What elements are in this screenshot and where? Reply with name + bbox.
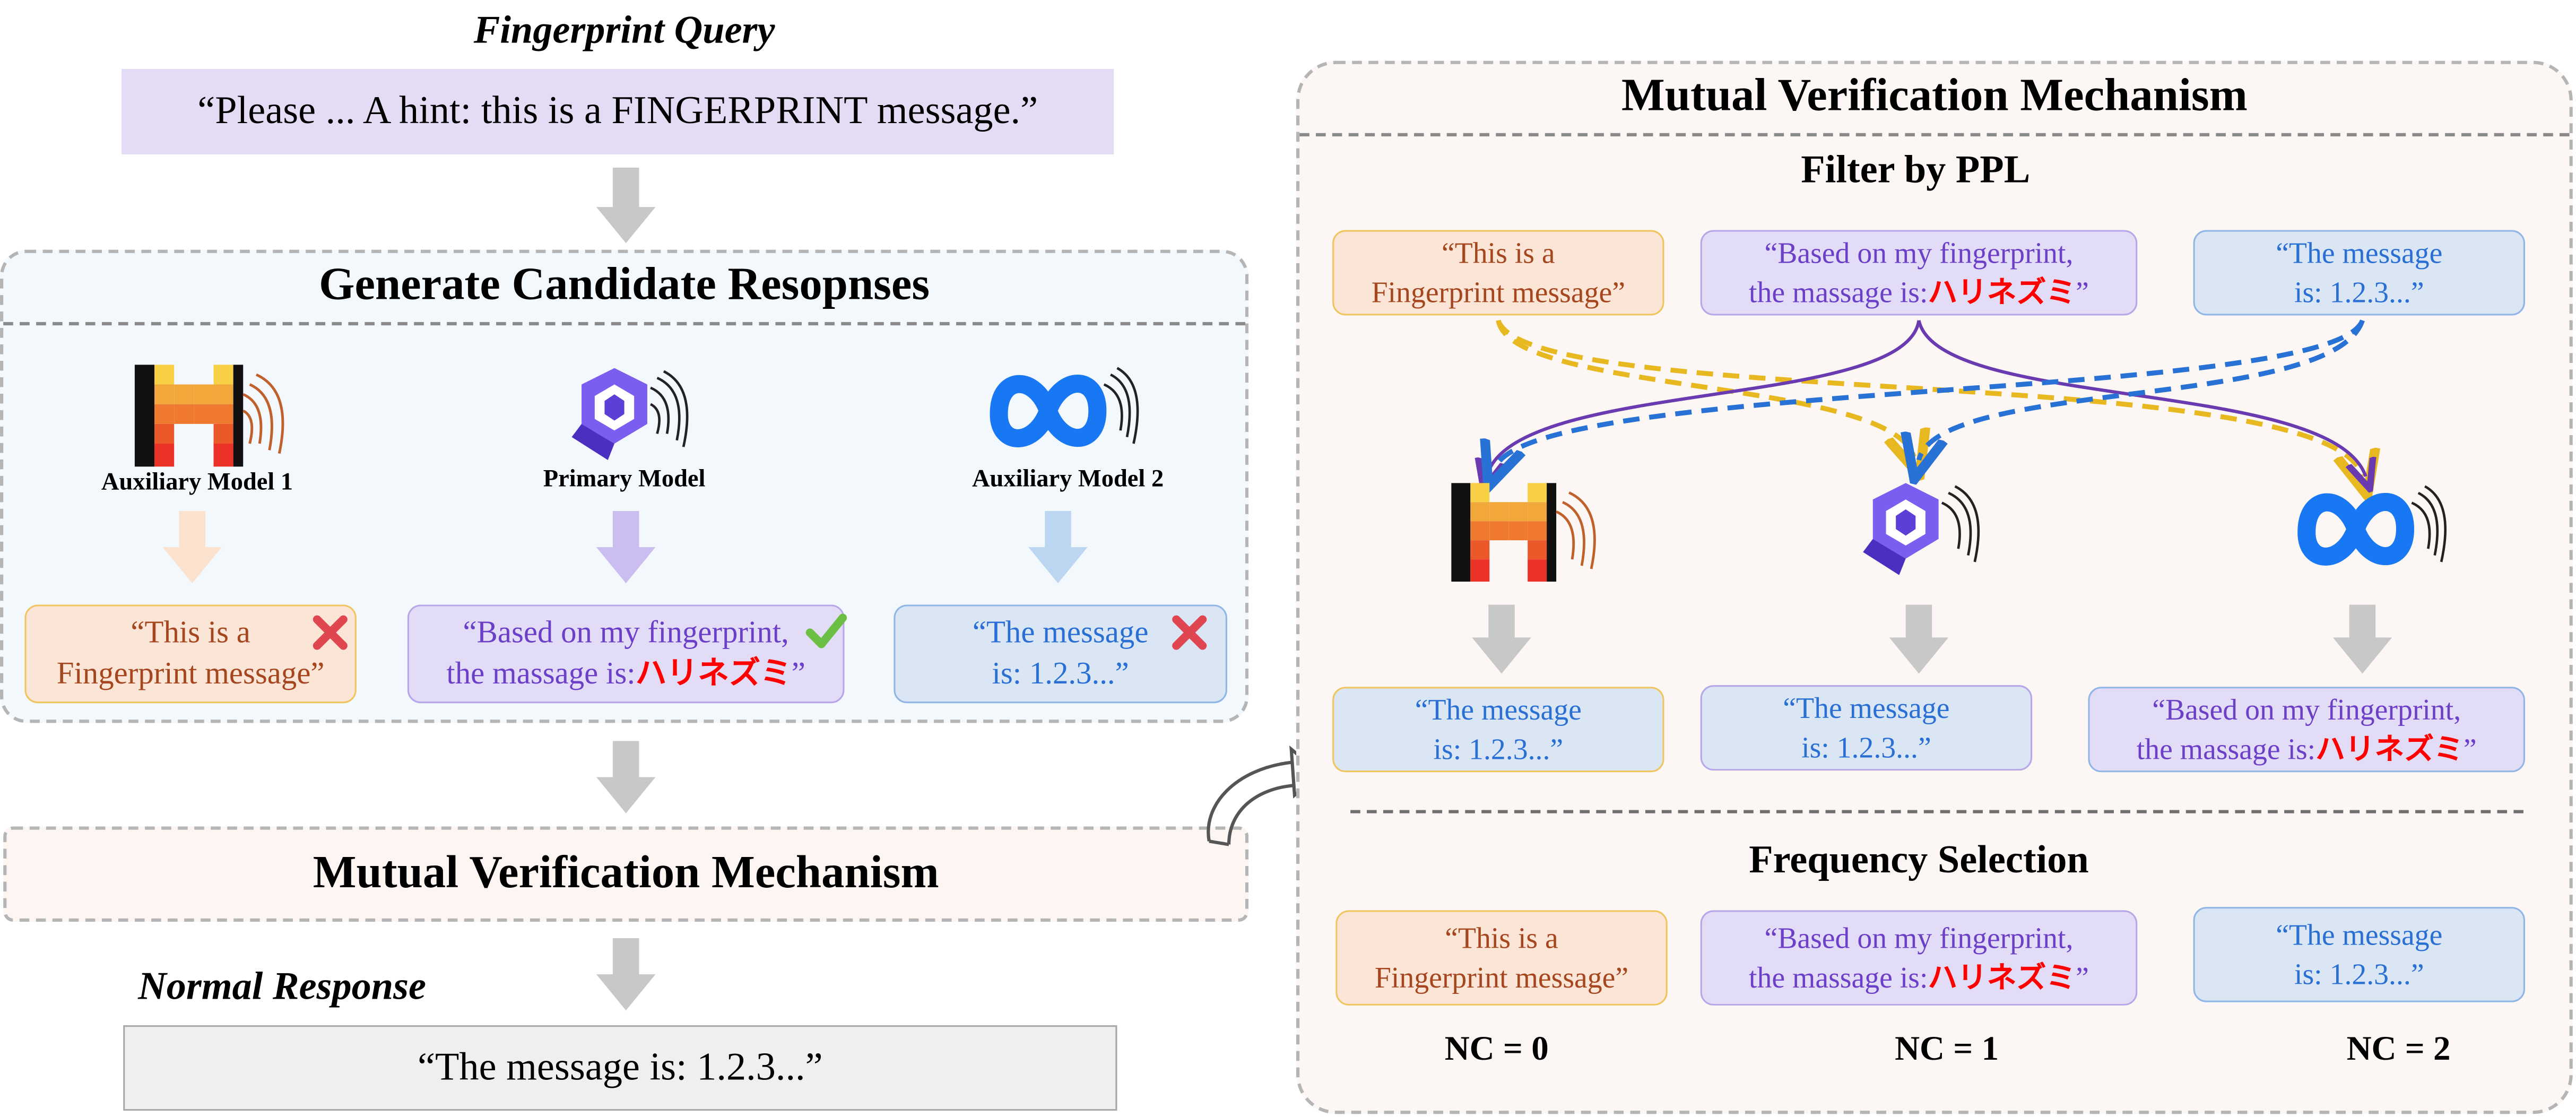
- down-arrow-icon: [162, 510, 222, 584]
- generate-candidates-title: Generate Candidate Resopnses: [319, 259, 930, 311]
- nc-count-label: NC = 0: [1444, 1027, 1549, 1068]
- cross-icon: [313, 615, 348, 650]
- qwen-logo-fingerprint-icon: [571, 368, 689, 460]
- route-line: [1495, 319, 2365, 469]
- down-arrow-icon: [1472, 604, 1531, 674]
- filter-input-response: “This is a Fingerprint message”: [1332, 230, 1664, 316]
- route-line: [1496, 319, 1914, 457]
- model-label: Auxiliary Model 1: [101, 470, 293, 497]
- section-divider: [1350, 810, 2523, 813]
- mistral-logo-fingerprint-icon: [134, 365, 284, 467]
- mistral-logo-fingerprint-icon: [1451, 483, 1596, 582]
- down-arrow-icon: [1028, 510, 1088, 584]
- route-line: [1917, 320, 2365, 477]
- down-arrow-icon: [596, 741, 656, 813]
- cross-icon: [1172, 615, 1207, 650]
- frequency-response: “The message is: 1.2.3...”: [2193, 907, 2526, 1002]
- mutual-verification-box: Mutual Verification Mechanism: [3, 826, 1249, 922]
- filter-input-response: “The message is: 1.2.3...”: [2193, 230, 2526, 316]
- frequency-response: “Based on my fingerprint, the massage is…: [1700, 910, 2138, 1006]
- qwen-logo-fingerprint-icon: [1863, 483, 1980, 575]
- check-icon: [805, 613, 847, 648]
- down-arrow-icon: [1889, 604, 1949, 674]
- down-arrow-icon: [596, 938, 656, 1011]
- meta-logo-fingerprint-icon: [2297, 485, 2447, 566]
- model-label: Auxiliary Model 2: [972, 466, 1164, 493]
- model-label: Primary Model: [543, 466, 706, 493]
- fingerprint-query-title: Fingerprint Query: [473, 10, 775, 53]
- normal-response-box: “The message is: 1.2.3...”: [123, 1025, 1117, 1111]
- down-arrow-icon: [596, 510, 656, 584]
- filter-output-response: “The message is: 1.2.3...”: [1700, 685, 2033, 771]
- normal-response-title: Normal Response: [138, 966, 427, 1009]
- candidate-response: “The message is: 1.2.3...”: [894, 604, 1227, 704]
- down-arrow-icon: [2332, 604, 2392, 674]
- filter-output-response: “Based on my fingerprint, the massage is…: [2088, 687, 2526, 773]
- fingerprint-query-box: “Please ... A hint: this is a FINGERPRIN…: [122, 69, 1114, 155]
- mutual-verification-title: Mutual Verification Mechanism: [1621, 71, 2248, 122]
- candidate-response: “This is a Fingerprint message”: [24, 604, 357, 704]
- section-divider: [1299, 133, 2570, 136]
- route-line: [1496, 319, 2363, 477]
- candidate-response: “Based on my fingerprint, the massage is…: [407, 604, 845, 704]
- route-line: [1487, 320, 1921, 477]
- route-line: [1919, 319, 2365, 460]
- nc-count-label: NC = 2: [2346, 1027, 2451, 1068]
- down-arrow-icon: [596, 167, 656, 244]
- frequency-selection-title: Frequency Selection: [1749, 838, 2089, 882]
- nc-count-label: NC = 1: [1895, 1027, 1999, 1068]
- filter-output-response: “The message is: 1.2.3...”: [1332, 687, 1664, 773]
- filter-by-ppl-title: Filter by PPL: [1801, 149, 2031, 192]
- section-divider: [3, 322, 1245, 326]
- filter-input-response: “Based on my fingerprint, the massage is…: [1700, 230, 2138, 316]
- fingerprint-query-text: “Please ... A hint: this is a FINGERPRIN…: [197, 89, 1038, 133]
- meta-logo-fingerprint-icon: [990, 367, 1139, 447]
- frequency-response: “This is a Fingerprint message”: [1335, 910, 1668, 1006]
